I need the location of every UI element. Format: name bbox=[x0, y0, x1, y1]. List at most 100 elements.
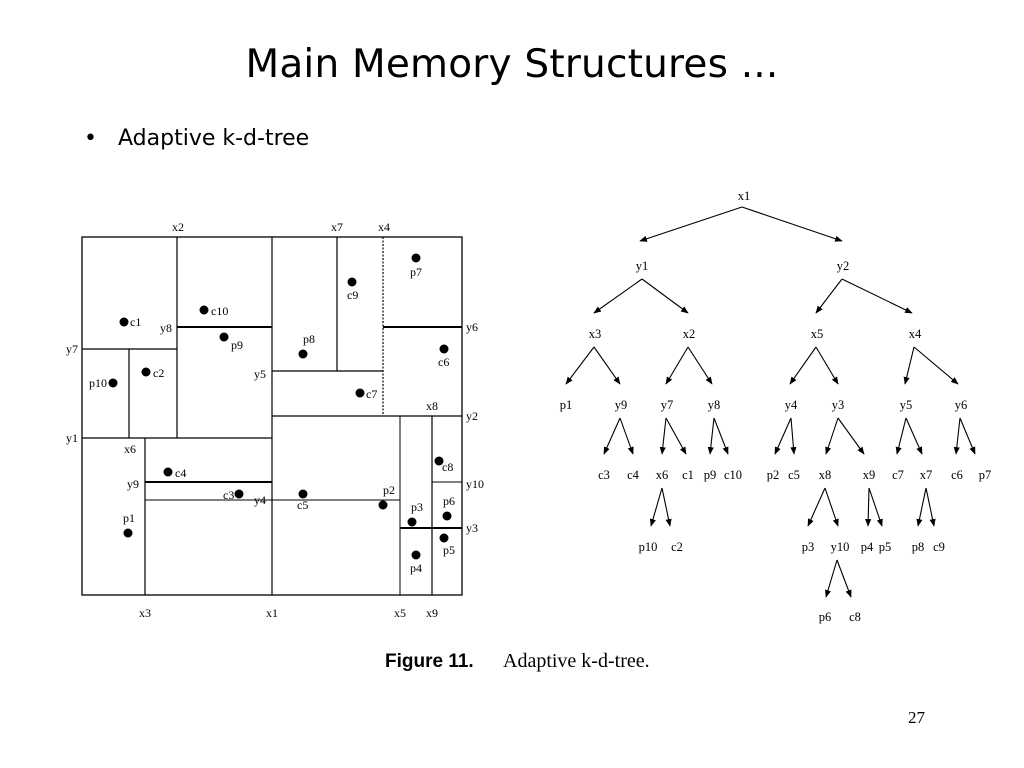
point-c10 bbox=[199, 305, 209, 315]
tree-node: c2 bbox=[671, 540, 683, 554]
caption-label: Figure 11. bbox=[385, 651, 474, 672]
point-c7 bbox=[355, 388, 365, 398]
point-p9 bbox=[219, 332, 229, 342]
label-y7: y7 bbox=[66, 342, 78, 356]
point-label-c5: c5 bbox=[297, 498, 308, 512]
label-x4: x4 bbox=[378, 220, 390, 234]
tree-node: x8 bbox=[819, 468, 832, 482]
tree-node: y10 bbox=[831, 540, 850, 554]
partition-labels: x2 x7 x4 x3 x1 x5 x9 y7 y1 y6 y2 y10 y3 … bbox=[66, 220, 484, 620]
point-label-c10: c10 bbox=[211, 304, 228, 318]
tree-node: y1 bbox=[636, 259, 649, 273]
tree-node: p6 bbox=[819, 610, 832, 624]
point-label-c4: c4 bbox=[175, 466, 186, 480]
point-p3 bbox=[407, 517, 417, 527]
partition-points: c1 c10 p9 c2 p10 p8 c9 p7 c7 c6 c4 c3 p1… bbox=[89, 253, 455, 575]
tree-node: c3 bbox=[598, 468, 610, 482]
tree-node: c9 bbox=[933, 540, 945, 554]
tree-node: c4 bbox=[627, 468, 640, 482]
caption-text: Adaptive k-d-tree. bbox=[503, 650, 650, 672]
tree-node: p9 bbox=[704, 468, 717, 482]
tree-node: c8 bbox=[849, 610, 861, 624]
point-label-c1: c1 bbox=[130, 315, 141, 329]
tree-node: c10 bbox=[724, 468, 742, 482]
point-c9 bbox=[347, 277, 357, 287]
point-c6 bbox=[439, 344, 449, 354]
label-y10: y10 bbox=[466, 477, 484, 491]
point-c1 bbox=[119, 317, 129, 327]
point-p4 bbox=[411, 550, 421, 560]
point-label-p1: p1 bbox=[123, 511, 135, 525]
point-label-c8: c8 bbox=[442, 460, 453, 474]
label-x6: x6 bbox=[124, 442, 136, 456]
point-c2 bbox=[141, 367, 151, 377]
point-p1 bbox=[123, 528, 133, 538]
label-y5: y5 bbox=[254, 367, 266, 381]
label-x3: x3 bbox=[139, 606, 151, 620]
tree-node: y6 bbox=[955, 398, 968, 412]
tree-node-root: x1 bbox=[738, 189, 751, 203]
tree-node: x4 bbox=[909, 327, 922, 341]
bullet-marker: • bbox=[84, 126, 97, 151]
point-label-c2: c2 bbox=[153, 366, 164, 380]
label-x9: x9 bbox=[426, 606, 438, 620]
tree-node: y3 bbox=[832, 398, 845, 412]
point-label-p3: p3 bbox=[411, 500, 423, 514]
point-p7 bbox=[411, 253, 421, 263]
tree-node: x7 bbox=[920, 468, 933, 482]
label-y3: y3 bbox=[466, 521, 478, 535]
point-p8 bbox=[298, 349, 308, 359]
tree-node: y8 bbox=[708, 398, 721, 412]
tree-node: p3 bbox=[802, 540, 815, 554]
label-y6: y6 bbox=[466, 320, 478, 334]
point-c8 bbox=[434, 456, 444, 466]
tree-node: p1 bbox=[560, 398, 573, 412]
point-label-c6: c6 bbox=[438, 355, 449, 369]
slide-title: Main Memory Structures ... bbox=[245, 42, 779, 87]
point-label-p5: p5 bbox=[443, 543, 455, 557]
figure-caption: Figure 11. Adaptive k-d-tree. bbox=[385, 650, 650, 672]
tree-node: x9 bbox=[863, 468, 876, 482]
tree-node: c1 bbox=[682, 468, 694, 482]
label-y8: y8 bbox=[160, 321, 172, 335]
label-x8: x8 bbox=[426, 399, 438, 413]
point-p5 bbox=[439, 533, 449, 543]
point-label-c9: c9 bbox=[347, 288, 358, 302]
tree-node: y2 bbox=[837, 259, 850, 273]
point-c3 bbox=[234, 489, 244, 499]
tree-node: x3 bbox=[589, 327, 602, 341]
tree-node: y9 bbox=[615, 398, 628, 412]
point-label-p9: p9 bbox=[231, 338, 243, 352]
label-x1: x1 bbox=[266, 606, 278, 620]
tree-node: x2 bbox=[683, 327, 696, 341]
point-label-c7: c7 bbox=[366, 387, 377, 401]
label-y1: y1 bbox=[66, 431, 78, 445]
point-label-p6: p6 bbox=[443, 494, 455, 508]
point-p6 bbox=[442, 511, 452, 521]
point-p2 bbox=[378, 500, 388, 510]
point-label-c3: c3 bbox=[223, 488, 234, 502]
point-label-p7: p7 bbox=[410, 265, 422, 279]
tree-node: p8 bbox=[912, 540, 925, 554]
slide-number: 27 bbox=[908, 708, 925, 727]
tree-node: y5 bbox=[900, 398, 913, 412]
tree-node: c7 bbox=[892, 468, 904, 482]
tree-node: p10 bbox=[639, 540, 658, 554]
tree-node: y7 bbox=[661, 398, 674, 412]
point-label-p2: p2 bbox=[383, 483, 395, 497]
label-y4: y4 bbox=[254, 493, 266, 507]
label-x2: x2 bbox=[172, 220, 184, 234]
point-c4 bbox=[163, 467, 173, 477]
point-c5 bbox=[298, 489, 308, 499]
label-x5: x5 bbox=[394, 606, 406, 620]
partition-diagram bbox=[81, 236, 463, 596]
tree-node: c5 bbox=[788, 468, 800, 482]
tree-node: y4 bbox=[785, 398, 798, 412]
tree-node: p5 bbox=[879, 540, 892, 554]
tree-edges bbox=[565, 206, 976, 598]
bullet-text: Adaptive k-d-tree bbox=[118, 126, 310, 151]
point-label-p8: p8 bbox=[303, 332, 315, 346]
label-y9: y9 bbox=[127, 477, 139, 491]
label-x7: x7 bbox=[331, 220, 343, 234]
